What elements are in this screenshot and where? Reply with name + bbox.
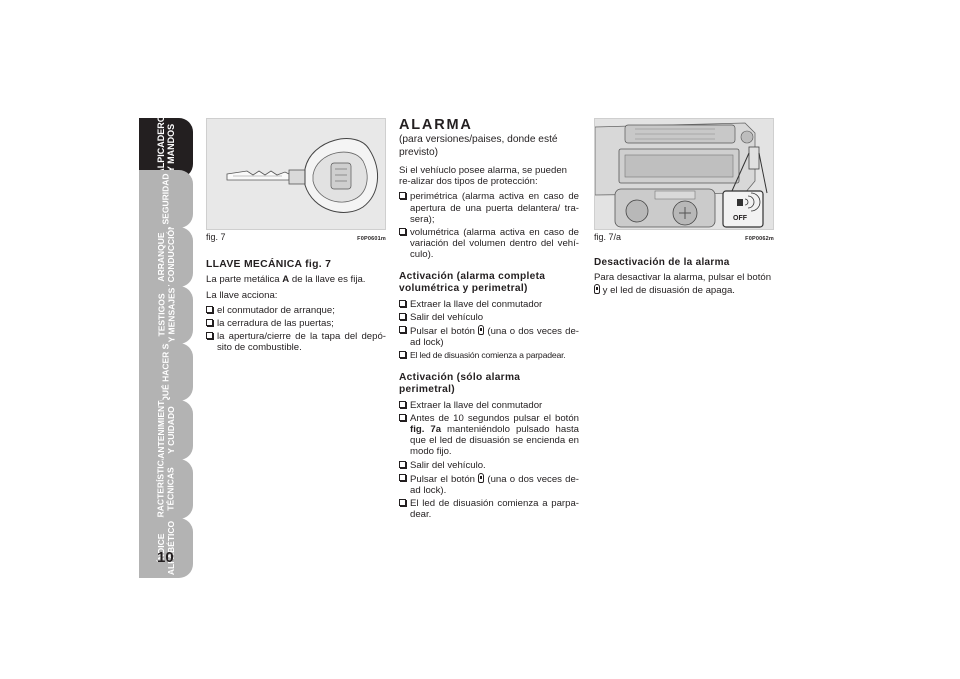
tab-label-line2: Y MANDOS [166,123,177,173]
tab-label-line1: ARRANQUE [156,232,166,282]
checkbox-bullet-icon [206,319,214,328]
figure-code: F0P0062m [745,236,774,242]
page-number: 10 [157,549,174,566]
list-item: Extraer la llave del conmutador [399,299,579,310]
signal-icon [744,192,761,212]
tab-label-line2: TÉCNICAS [166,467,177,511]
checkbox-bullet-icon [399,228,407,237]
tab-label-line1: ÍNDICE [156,533,166,563]
figure-dashboard: OFF [594,118,774,230]
paragraph: Para desactivar la alarma, pulsar el bot… [594,272,772,296]
section-heading: Desactivación de la alarma [594,257,730,269]
checkbox-bullet-icon [399,192,407,201]
checkbox-bullet-icon [399,460,407,469]
tab-label-line1: QUÉ HACER SI [161,343,171,401]
list-item: perimétrica (alarma activa en caso de ap… [399,191,579,225]
paragraph: La parte metálica A de la llave es fija. [206,274,386,285]
section-title: ALARMA [399,117,473,133]
text-bold: A [282,274,290,286]
column-alarm: ALARMA (para versiones/paises, donde est… [399,117,579,525]
bullet-list: perimétrica (alarma activa en caso de ap… [399,191,579,260]
tab-label-line2: Y CUIDADO [166,406,176,454]
section-subtitle: (para versiones/paises, donde esté previ… [399,134,558,158]
list-item: volumétrica (alarma activa en caso de va… [399,227,579,261]
text: La parte metálica [206,274,283,286]
tab-label-line1: SALPICADERO [156,118,167,178]
column-key: fig. 7 F0P0601m LLAVE MECÁNICA fig. 7 La… [206,118,386,358]
tab-que-hacer-si[interactable]: QUÉ HACER SI [139,343,193,401]
list-item: El led de disuasión comienza a parpadear… [399,350,579,361]
list-item: la apertura/cierre de la tapa del depó-s… [206,331,386,353]
list-item: Extraer la llave del conmutador [399,400,579,411]
list-item: Antes de 10 segundos pulsar el botón fig… [399,413,579,458]
tab-label-line2: ALFABÉTICO [166,520,176,576]
checkbox-bullet-icon [399,499,407,508]
tab-label-line1: TESTIGOS [156,293,167,337]
figure-label: fig. 7 [206,232,226,242]
bullet-list: Extraer la llave del conmutador Salir de… [399,299,579,362]
tab-label-line2: Y CONDUCCIÓN [166,227,176,287]
paragraph: La llave acciona: [206,289,278,301]
remote-key-icon [594,283,600,294]
list-item: Salir del vehículo. [399,460,579,471]
checkbox-bullet-icon [399,413,407,422]
section-heading: LLAVE MECÁNICA fig. 7 [206,259,332,271]
checkbox-bullet-icon [399,326,407,335]
text: de la llave es fija. [289,274,366,286]
checkbox-bullet-icon [399,400,407,409]
paragraph: Si el vehíuclo posee alarma, se pueden r… [399,165,567,188]
tab-label-line1: CARACTERÍSTICAS [156,459,167,519]
bullet-list: el conmutador de arranque; la cerradura … [206,305,386,354]
checkbox-bullet-icon [399,351,407,360]
subsection-heading: Activación (alarma completa volumétrica … [399,270,546,294]
checkbox-bullet-icon [206,305,214,314]
column-deactivation: OFF fig. 7/a F0P0062m Desactivación de l… [594,118,774,300]
remote-key-icon [478,325,485,336]
lock-icon [737,199,743,206]
list-item: el conmutador de arranque; [206,305,386,316]
bullet-list: Extraer la llave del conmutador Antes de… [399,400,579,521]
tab-label-line1: SEGURIDAD [160,173,171,225]
list-item: El led de disuasión comienza a parpa-dea… [399,498,579,520]
tab-label-line2: Y MENSAJES [166,287,177,343]
tab-seguridad[interactable]: SEGURIDAD [139,170,193,228]
checkbox-bullet-icon [399,299,407,308]
dashboard-illustration: OFF [594,122,768,228]
figure-code: F0P0601m [357,236,386,242]
list-item: Pulsar el botón (una o dos veces de-ad l… [399,472,579,496]
figure-label: fig. 7/a [594,232,622,242]
subsection-heading: Activación (sólo alarma perimetral) [399,371,521,395]
key-illustration [226,138,379,213]
figure-key [206,118,386,230]
remote-key-icon [478,472,485,483]
list-item: Salir del vehículo [399,312,579,323]
tab-label-line1: MANTENIMIENTO [156,400,166,460]
off-label: OFF [733,215,748,222]
list-item: la cerradura de las puertas; [206,318,386,329]
checkbox-bullet-icon [206,332,214,341]
list-item: Pulsar el botón (una o dos veces de-ad l… [399,325,579,348]
checkbox-bullet-icon [399,312,407,321]
checkbox-bullet-icon [399,473,407,482]
